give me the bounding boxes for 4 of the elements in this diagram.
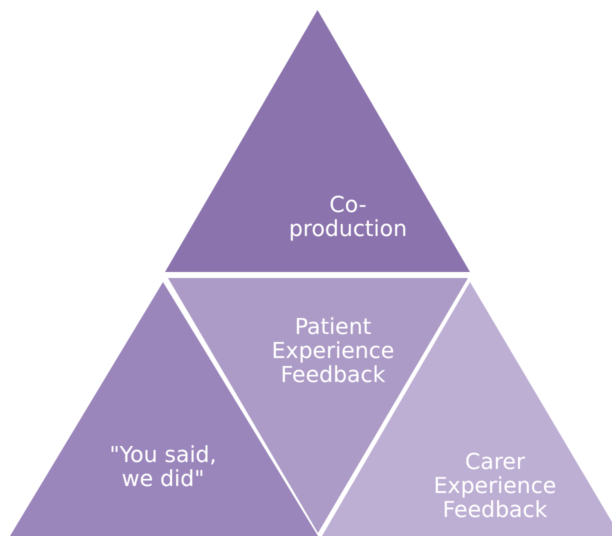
triangle-label: Carer Experience Feedback [432, 451, 558, 523]
triangle-label: Patient Experience Feedback [270, 316, 396, 388]
triangle-label: Co-production [288, 194, 408, 242]
triangle-label: "You said, we did" [108, 444, 218, 492]
